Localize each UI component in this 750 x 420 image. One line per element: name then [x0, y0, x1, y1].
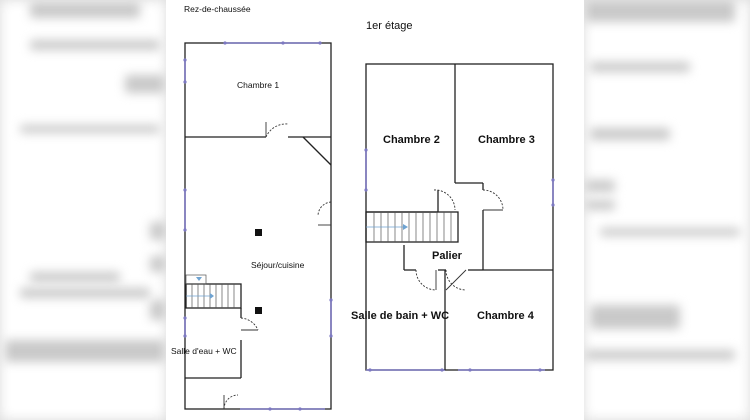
door-bottom	[223, 394, 239, 410]
floor-label-ground: Rez-de-chaussée	[184, 4, 251, 14]
door-entrance	[317, 201, 332, 217]
room-label-sejour: Séjour/cuisine	[251, 260, 305, 270]
door-chambre-1	[265, 123, 289, 138]
floor-label-upper: 1er étage	[366, 20, 412, 32]
room-label-chambre-3: Chambre 3	[478, 134, 535, 146]
door-chambre-3	[482, 189, 504, 211]
room-label-chambre-4: Chambre 4	[477, 310, 535, 322]
room-label-salle-bain: Salle de bain + WC	[351, 310, 449, 322]
room-label-chambre-2: Chambre 2	[383, 134, 440, 146]
room-label-chambre-1: Chambre 1	[237, 80, 279, 90]
upper-floor-outline	[365, 63, 554, 371]
door-salle-bain	[415, 269, 437, 291]
floor-plan-panel	[166, 0, 584, 420]
door-salle-eau	[240, 317, 259, 331]
column	[255, 307, 262, 314]
upper-floor-plan	[364, 63, 555, 372]
ground-floor-plan	[183, 41, 333, 411]
room-label-salle-eau: Salle d'eau + WC	[171, 346, 237, 356]
column	[255, 229, 262, 236]
door-chambre-2	[433, 189, 456, 211]
room-label-palier: Palier	[432, 250, 463, 262]
